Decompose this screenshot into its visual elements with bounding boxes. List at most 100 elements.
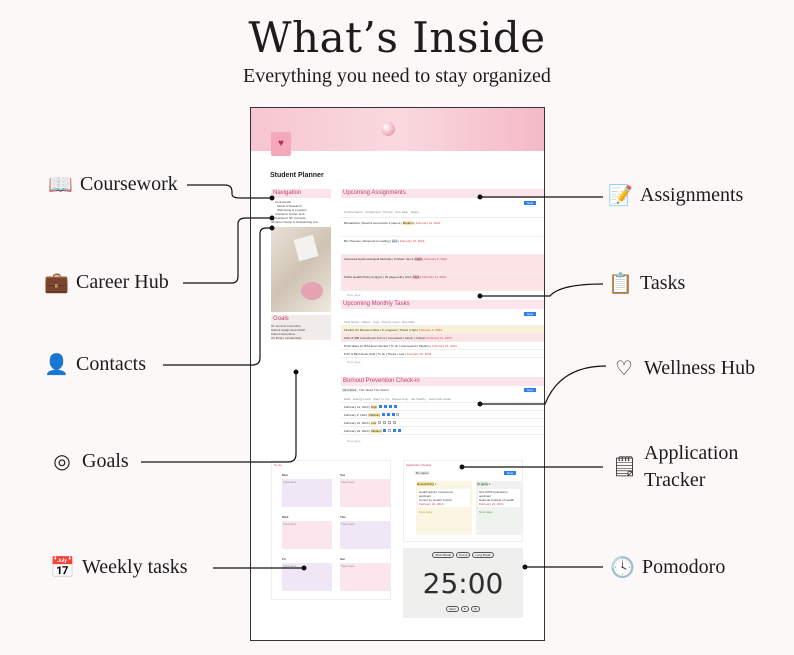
checkbox[interactable] (392, 421, 396, 424)
checkbox[interactable] (383, 429, 387, 432)
tab-this-week[interactable]: This Week (358, 388, 374, 392)
table-row[interactable]: Advanced Epidemiological Methods | Probl… (341, 255, 544, 273)
checkbox[interactable] (391, 413, 395, 416)
callout-label: Application Tracker (644, 442, 739, 491)
application-icon: 🗒 (612, 456, 638, 478)
goal-item[interactable]: Attend conference (271, 332, 296, 336)
callout-pomodoro: 🕓Pomodoro (610, 555, 725, 580)
day-label: Mon (282, 473, 289, 477)
checkbox[interactable] (378, 405, 382, 408)
new-page-link[interactable]: New page (347, 293, 361, 297)
hands-heart-icon: ♡ (615, 358, 633, 380)
page-icon: ♥ (271, 132, 291, 156)
day-label: Wed (282, 515, 289, 519)
day-input[interactable]: Type here (340, 563, 390, 591)
book-icon: 📖 (48, 174, 73, 196)
nav-item-contacts[interactable]: Academic NF Contacts (275, 216, 306, 220)
callout-label: Wellness Hub (644, 357, 756, 379)
table-row[interactable]: Print & Bind thesis draft | To do | Thes… (341, 350, 544, 358)
checkbox[interactable] (378, 421, 382, 424)
checkbox[interactable] (381, 413, 385, 416)
day-input[interactable]: Type here (340, 521, 390, 549)
callout-contacts: 👤Contacts (44, 352, 146, 377)
callout-label: Coursework (80, 173, 178, 195)
checkbox[interactable] (388, 405, 392, 408)
callout-label: Weekly tasks (82, 556, 188, 578)
energy-badge: High (370, 405, 378, 409)
table-row[interactable]: Draft slides for RSA Exec Review | To do… (341, 342, 544, 350)
settings-icon[interactable]: ⚙ (471, 606, 480, 612)
new-button[interactable]: New (523, 388, 536, 392)
entry-date: February 10, 2024 (344, 421, 369, 425)
table-row[interactable]: February 6, 2024 | Medium (341, 411, 544, 419)
new-page-link[interactable]: New page (347, 360, 361, 364)
day-input[interactable]: Type here (282, 479, 332, 507)
day-input[interactable]: Type here (282, 521, 332, 549)
checkbox[interactable] (388, 421, 392, 424)
table-row[interactable]: February 10, 2024 | Low (341, 419, 544, 427)
planner-screenshot: ♥ Student Planner Navigation Coursework … (250, 107, 545, 641)
nav-item-meals[interactable]: Meals & Research (277, 204, 302, 208)
nav-item-setup[interactable]: All Album Setup & Outstanding Col... (271, 220, 320, 224)
goal-item[interactable]: On summer internship (271, 324, 301, 328)
nav-item-career-hub[interactable]: Academic Career Hub (275, 212, 305, 216)
reset-icon[interactable]: ↻ (460, 606, 470, 612)
start-button[interactable]: Start (446, 606, 459, 612)
calendar-icon: 📅 (50, 557, 75, 579)
callout-label: Contacts (76, 353, 146, 375)
checkbox[interactable] (398, 429, 402, 432)
navigation-panel: Navigation Coursework Meals & Research W… (271, 189, 331, 340)
day-label: Fri (282, 557, 286, 561)
new-page-link[interactable]: New page (479, 510, 493, 514)
goal-item[interactable]: On library membership (271, 336, 302, 340)
new-page-link[interactable]: New page (419, 510, 433, 514)
checkbox[interactable] (383, 421, 387, 424)
todo-heading: To-do (274, 463, 282, 467)
checkbox[interactable] (383, 405, 387, 408)
checkbox[interactable] (396, 413, 400, 416)
navigation-heading: Navigation (271, 189, 331, 198)
short-break-button[interactable]: Short Break (432, 552, 455, 558)
goal-item[interactable]: Submit assignment ASAP (271, 328, 306, 332)
callout-label: Pomodoro (642, 556, 726, 578)
day-label: Tue (340, 473, 346, 477)
table-row[interactable]: February 14, 2024 | High (341, 403, 544, 411)
table-row[interactable]: Biostatistics | Read & summarize 3 paper… (341, 219, 544, 237)
goals-heading: Goals (271, 315, 331, 324)
table-row[interactable]: Finalize Ch Review outline | In progress… (341, 326, 544, 334)
day-input[interactable]: Type here (340, 479, 390, 507)
nav-item-wellbeing[interactable]: Well-being & Logistics (277, 208, 307, 212)
table-row[interactable]: Public Health Policy Analysis | 20 page … (341, 273, 544, 291)
table-row[interactable]: Bio Theories | Respond to reading | Low … (341, 237, 544, 255)
table-row[interactable]: Submit IRB Amendment Forms | Completed |… (341, 334, 544, 342)
checkbox[interactable] (386, 413, 390, 416)
day-input[interactable]: Type here (282, 563, 332, 591)
callout-assignments: 📝Assignments (608, 183, 743, 208)
new-page-link[interactable]: New page (347, 439, 361, 443)
focus-button[interactable]: Focus (456, 552, 471, 558)
table-row[interactable]: February 20, 2024 | Medium (341, 427, 544, 435)
new-button[interactable]: New (523, 312, 536, 316)
entry-date: February 14, 2024 (344, 405, 369, 409)
new-button[interactable]: New (523, 201, 536, 205)
wellness-heading: Burnout Prevention Check-in (341, 377, 544, 386)
checkbox[interactable] (393, 429, 397, 432)
checkbox[interactable] (393, 405, 397, 408)
new-button[interactable]: New (503, 471, 516, 475)
tab-all-entries[interactable]: All entries (341, 388, 359, 392)
day-label: Thu (340, 515, 346, 519)
callout-application-tracker: 🗒 Application Tracker (612, 440, 754, 494)
checkbox[interactable] (388, 429, 392, 432)
tab-this-month[interactable]: This Month (373, 388, 389, 392)
long-break-button[interactable]: Long Break (472, 552, 494, 558)
cover-ornament (381, 122, 395, 136)
nav-item-coursework[interactable]: Coursework (275, 200, 292, 204)
view-by-status[interactable]: By status (414, 471, 431, 475)
